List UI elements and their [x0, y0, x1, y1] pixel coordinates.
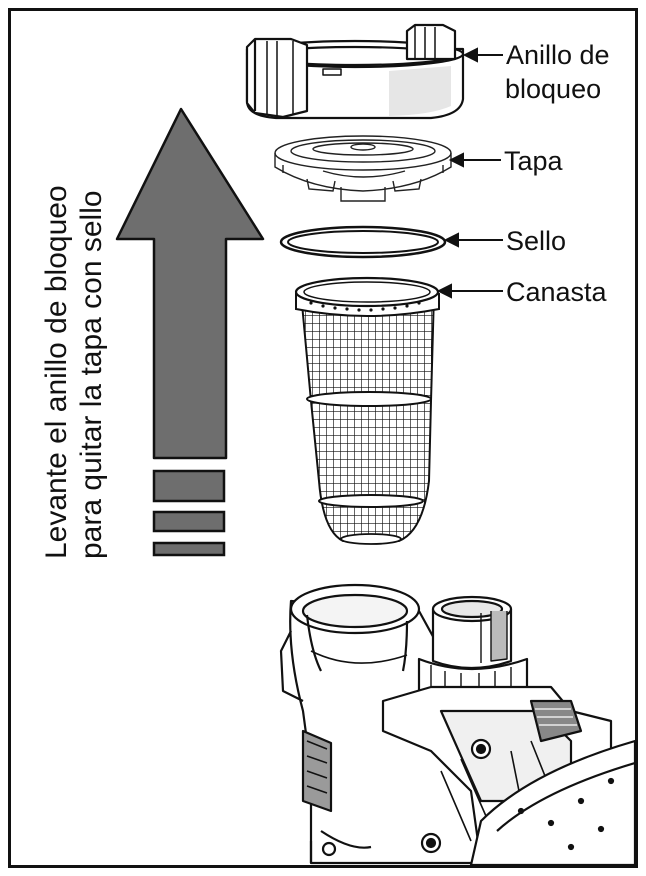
exploded-view-diagram: Levante el anillo de bloqueo para quitar… [11, 11, 635, 865]
arrow-dash-2 [154, 512, 224, 531]
instruction-line-2: para quitar la tapa con sello [75, 190, 108, 559]
label-seal: Sello [506, 226, 566, 256]
lift-arrow-shape [117, 109, 263, 458]
label-ring-line-1: Anillo de [506, 40, 610, 70]
locking-ring [247, 25, 463, 118]
pump-housing [281, 585, 635, 865]
arrow-dash-3 [154, 543, 224, 555]
diagram-frame: Levante el anillo de bloqueo para quitar… [8, 8, 638, 868]
lift-arrow [117, 109, 263, 555]
lid [275, 136, 451, 201]
label-basket: Canasta [506, 277, 608, 307]
seal-ring [281, 227, 445, 257]
instruction-line-1: Levante el anillo de bloqueo [40, 185, 73, 559]
strainer-basket [291, 278, 451, 551]
label-ring-line-2: bloqueo [505, 74, 601, 104]
label-lid: Tapa [504, 146, 564, 176]
arrow-dash-1 [154, 471, 224, 501]
